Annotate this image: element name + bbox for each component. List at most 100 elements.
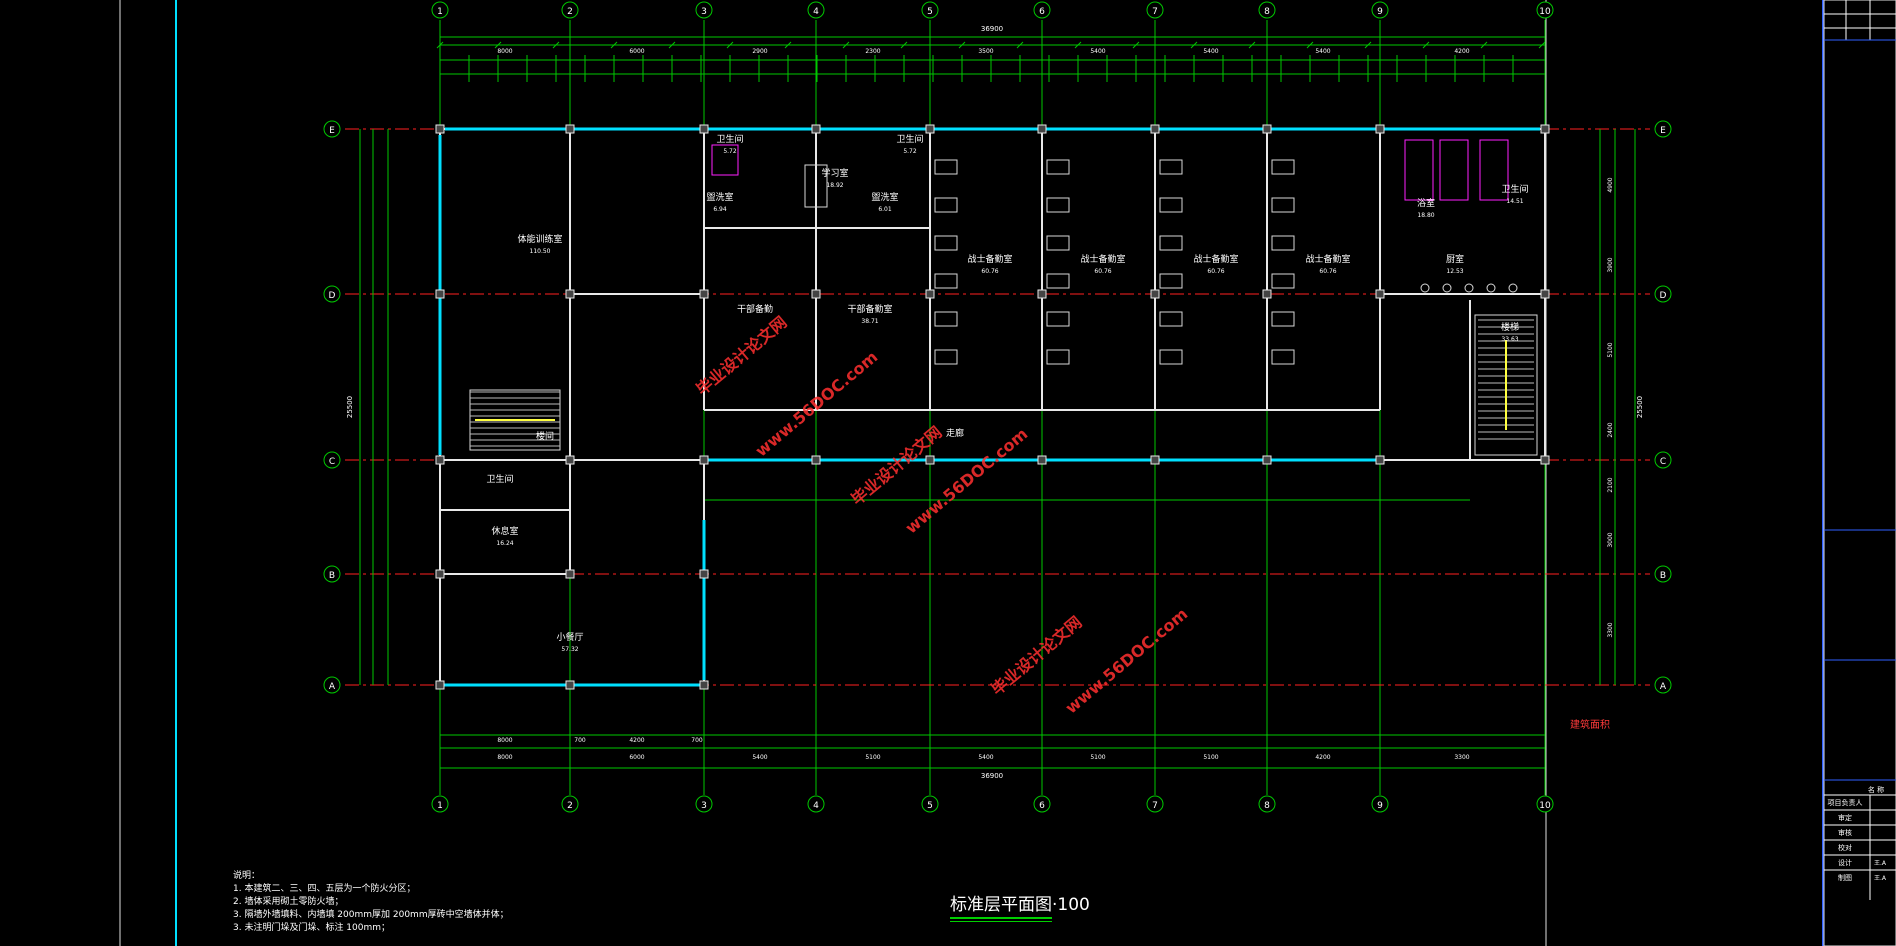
dim-right-part: 3900 — [1607, 257, 1614, 272]
notes-line: 3. 未注明门垛及门垛、标注 100mm； — [233, 923, 391, 933]
axis-bubble-col — [695, 795, 713, 813]
axis-bubble-col — [1371, 1, 1389, 19]
room-name: 小餐厅 — [556, 631, 583, 643]
bed — [934, 235, 958, 251]
room-name: 走廊 — [946, 427, 964, 439]
sink — [1464, 283, 1474, 293]
dim-slash — [1248, 41, 1256, 49]
axis-bubble-label: C — [1660, 457, 1666, 467]
axis-bubble-col — [921, 1, 939, 19]
column — [1037, 124, 1047, 134]
bed — [1159, 311, 1183, 327]
axis-bubble-label: A — [329, 682, 336, 692]
dim-bottom-bay: 5100 — [1090, 754, 1105, 761]
column — [811, 455, 821, 465]
column — [1150, 124, 1160, 134]
watermark-text: 毕业设计论文网 — [987, 613, 1085, 700]
dim-bottom-bay: 5400 — [752, 754, 767, 761]
plan-details — [469, 139, 1538, 456]
bed — [1271, 159, 1295, 175]
bed — [1046, 273, 1070, 289]
bed — [1046, 311, 1070, 327]
axis-bubble-row — [1654, 120, 1672, 138]
column — [811, 289, 821, 299]
axis-bubble-col — [561, 795, 579, 813]
column — [1375, 124, 1385, 134]
axis-bubble-row — [323, 565, 341, 583]
bed — [934, 159, 958, 175]
axis-bubble-label: 3 — [701, 7, 707, 17]
general-notes: 说明： 1. 本建筑二、三、四、五层为一个防火分区； 2. 墙体采用砌土零防火墙… — [233, 870, 509, 935]
dim-top-bay: 2300 — [865, 48, 880, 55]
dim-slash — [1306, 41, 1314, 49]
axis-bubble-row — [323, 676, 341, 694]
dim-top-bay: 4200 — [1454, 48, 1469, 55]
dim-top-bay: 2900 — [752, 48, 767, 55]
axis-bubble-label: 2 — [567, 7, 573, 17]
dim-top-bay: 6000 — [629, 48, 644, 55]
room-area: 6.01 — [878, 206, 892, 213]
bed — [1271, 273, 1295, 289]
title-block-row-value: 王.A — [1874, 875, 1887, 882]
axis-bubble-col — [921, 795, 939, 813]
dim-slash — [494, 41, 502, 49]
column — [1540, 124, 1550, 134]
column — [699, 124, 709, 134]
axis-bubble-label: 1 — [437, 801, 443, 811]
title-block-row-label: 审核 — [1838, 828, 1852, 837]
dim-slash — [1132, 41, 1140, 49]
room-name: 卫生间 — [1501, 183, 1528, 195]
dim-bottom-part: 8000 — [497, 737, 512, 744]
axis-bubble-row — [1654, 451, 1672, 469]
room-name: 楼间 — [536, 430, 554, 442]
room-name: 战士备勤室 — [1080, 253, 1125, 265]
area-note: 建筑面积 — [1570, 720, 1610, 731]
walls — [435, 124, 1550, 690]
notes-line: 1. 本建筑二、三、四、五层为一个防火分区； — [233, 884, 416, 894]
axis-bubble-label: B — [1660, 571, 1666, 581]
axis-bubble-label: 10 — [1539, 7, 1551, 17]
drawing-title: 标准层平面图·100 — [950, 895, 1090, 915]
bed — [1271, 197, 1295, 213]
axis-bubble-col — [1258, 795, 1276, 813]
bed — [1159, 197, 1183, 213]
axis-bubble-label: 9 — [1377, 801, 1383, 811]
dim-bottom-bay: 5100 — [1203, 754, 1218, 761]
room-name: 盥洗室 — [706, 191, 733, 203]
axis-bubble-col — [807, 795, 825, 813]
dim-bottom-part: 4200 — [629, 737, 644, 744]
watermark-text: www.56DOC.com — [1062, 604, 1192, 717]
dim-right-part: 2400 — [1607, 422, 1614, 437]
axis-bubble-col — [1258, 1, 1276, 19]
axis-bubble-label: E — [1660, 126, 1666, 136]
room-name: 楼梯 — [1501, 321, 1519, 333]
dim-slash — [784, 41, 792, 49]
room-name: 厨室 — [1446, 253, 1464, 265]
axis-bubble-col — [1146, 1, 1164, 19]
room-area: 5.72 — [903, 148, 917, 155]
sink — [1508, 283, 1518, 293]
dim-right-part: 3000 — [1607, 532, 1614, 547]
axis-bubble-col — [1146, 795, 1164, 813]
dim-top-bay: 5400 — [1203, 48, 1218, 55]
room-name: 休息室 — [491, 525, 518, 537]
bed — [1046, 159, 1070, 175]
dim-bottom-bay: 5400 — [978, 754, 993, 761]
axis-bubble-row — [1654, 285, 1672, 303]
room-name: 战士备勤室 — [1305, 253, 1350, 265]
dim-top-bay: 5400 — [1315, 48, 1330, 55]
title-block-row-label: 设计 — [1838, 858, 1852, 867]
dim-total-right: 25500 — [1636, 396, 1644, 418]
axis-bubble-col — [1536, 1, 1554, 19]
dim-slash — [1422, 41, 1430, 49]
room-name: 卫生间 — [896, 133, 923, 145]
axis-bubble-row — [323, 285, 341, 303]
bed — [934, 197, 958, 213]
axis-bubble-label: 5 — [927, 7, 933, 17]
axis-bubble-label: 6 — [1039, 801, 1045, 811]
sink — [1442, 283, 1452, 293]
stair-left — [469, 389, 561, 451]
